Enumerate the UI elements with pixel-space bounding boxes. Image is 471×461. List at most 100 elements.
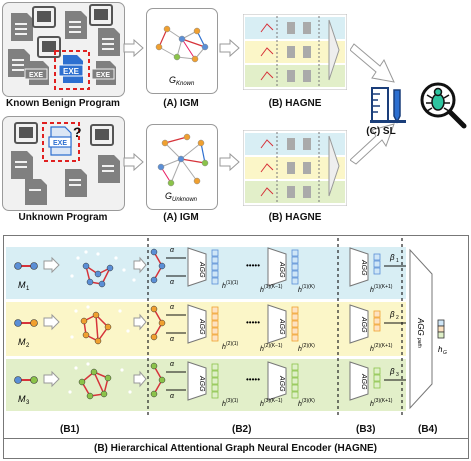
row-3-h-kplus-sup: (3)(K+1) xyxy=(374,398,393,404)
row-2-h-k: h xyxy=(298,346,302,353)
row-2-agg-node-2: AGG xyxy=(278,318,285,335)
sl-caption: (C) SL xyxy=(366,126,396,137)
igm-known-graph-panel: G Known xyxy=(146,8,218,94)
row-1-m-sub: 1 xyxy=(26,286,30,292)
row-3-h-kplus: h xyxy=(370,401,374,408)
row-1-agg-node-2: AGG xyxy=(278,261,285,278)
row-3-h: h xyxy=(222,401,226,408)
row-1-h-k: h xyxy=(298,287,302,294)
row-3-beta-sub: 3 xyxy=(396,372,399,378)
arrow-igm-to-hagne-unknown xyxy=(219,152,240,172)
unknown-graph: G Unknown xyxy=(157,133,209,203)
known-graph-label: G xyxy=(169,75,176,85)
row-3-agg-layer: AGG xyxy=(360,373,367,390)
unknown-graph-sub: Unknown xyxy=(172,197,198,203)
known-program-label: Known Benign Program xyxy=(6,98,120,109)
highlight-box-known xyxy=(54,50,90,90)
known-program-panel: EXE EXE EXE xyxy=(2,2,125,97)
arrow-unknown-to-igm xyxy=(123,152,144,172)
row-3: M 3 α α AGG h (3)(1) ••••• AGG h (3)(K−1… xyxy=(14,361,406,408)
highlight-box-unknown xyxy=(42,122,80,162)
row-1-h-kplus: h xyxy=(370,287,374,294)
section-label-b1: (B1) xyxy=(60,424,80,435)
row-1-alpha-bottom: α xyxy=(170,279,175,286)
row-1-m-label: M xyxy=(18,280,26,290)
exe-label-right: EXE xyxy=(96,72,110,79)
row-1-h: h xyxy=(222,283,226,290)
row-3-h-sup: (3)(1) xyxy=(226,398,239,404)
known-program-icons: EXE EXE EXE xyxy=(8,4,120,90)
row-2-h: h xyxy=(222,344,226,351)
known-graph-sub: Known xyxy=(176,81,195,87)
arrow-known-to-igm xyxy=(123,38,144,58)
row-3-ellipsis: ••••• xyxy=(246,375,260,384)
row-3-h-k: h xyxy=(298,401,302,408)
row-1-agg-node: AGG xyxy=(198,261,205,278)
row-3-h-k1-sup: (3)(K−1) xyxy=(264,398,283,404)
hagne-thumbnail-unknown xyxy=(243,130,347,206)
unknown-program-icons: EXE ? xyxy=(11,122,120,205)
igm-caption-known: (A) IGM xyxy=(163,98,199,109)
row-1-h-k1: h xyxy=(260,287,264,294)
hg-sub: G xyxy=(443,350,447,356)
row-3-h-k-sup: (3)(K) xyxy=(302,398,315,404)
known-graph: G Known xyxy=(155,25,209,87)
arrow-igm-to-hagne-known xyxy=(219,38,240,58)
question-mark: ? xyxy=(73,124,82,140)
section-label-b2: (B2) xyxy=(232,424,252,435)
row-2-h-kplus: h xyxy=(370,346,374,353)
hagne-caption-known: (B) HAGNE xyxy=(268,98,322,109)
row-1-ellipsis: ••••• xyxy=(246,261,260,270)
row-2-agg-node: AGG xyxy=(198,318,205,335)
row-3-m-sub: 3 xyxy=(26,400,30,406)
row-3-agg-node-2: AGG xyxy=(278,375,285,392)
row-2: M 2 α α AGG h (2)(1) ••••• AGG h (2)(K−1… xyxy=(14,304,406,353)
agg-path-block xyxy=(409,248,433,410)
row-1-beta: β xyxy=(389,253,395,262)
row-1-beta-sub: 1 xyxy=(396,258,399,264)
row-3-m-label: M xyxy=(18,394,26,404)
row-1-h-k1-sup: (1)(K−1) xyxy=(264,284,283,290)
hagne-rows: M 1 α α AGG h (1)(1) ••••• AGG h (1)(K−1… xyxy=(14,247,447,410)
row-2-alpha-bottom: α xyxy=(170,336,175,343)
hagne-thumbnail-known xyxy=(243,14,347,90)
row-2-beta: β xyxy=(389,310,395,319)
row-2-h-sup: (2)(1) xyxy=(226,341,239,347)
row-2-h-k-sup: (2)(K) xyxy=(302,343,315,349)
section-label-b3: (B3) xyxy=(356,424,376,435)
row-2-m-label: M xyxy=(18,337,26,347)
exe-label-blue: EXE xyxy=(63,67,80,76)
title-divider xyxy=(3,438,468,439)
row-3-alpha-bottom: α xyxy=(170,393,175,400)
row-3-h-k1: h xyxy=(260,401,264,408)
unknown-program-label: Unknown Program xyxy=(18,212,108,223)
row-2-h-k1-sup: (2)(K−1) xyxy=(264,343,283,349)
unknown-program-panel: EXE ? xyxy=(2,116,125,211)
row-1: M 1 α α AGG h (1)(1) ••••• AGG h (1)(K−1… xyxy=(14,247,406,294)
row-1-h-sup: (1)(1) xyxy=(226,280,239,286)
igm-unknown-graph-panel: G Unknown xyxy=(146,124,218,210)
row-3-agg-node: AGG xyxy=(198,375,205,392)
bug-magnifier-icon xyxy=(420,82,467,129)
row-3-beta: β xyxy=(389,367,395,376)
row-1-h-kplus-sup: (1)(K+1) xyxy=(374,284,393,290)
exe-label-unknown: EXE xyxy=(53,140,67,147)
row-3-alpha-top: α xyxy=(170,361,175,368)
hagne-caption-unknown: (B) HAGNE xyxy=(268,212,322,223)
row-2-h-k1: h xyxy=(260,346,264,353)
row-2-ellipsis: ••••• xyxy=(246,318,260,327)
agg-path-sub: path xyxy=(416,337,422,348)
agg-path-label: AGG xyxy=(416,317,425,336)
unknown-graph-label: G xyxy=(165,191,172,201)
row-2-alpha-top: α xyxy=(170,304,175,311)
row-1-h-k-sup: (1)(K) xyxy=(302,284,315,290)
row-2-h-kplus-sup: (2)(K+1) xyxy=(374,343,393,349)
arrow-unknown-to-sl xyxy=(350,123,395,165)
arrow-known-to-sl xyxy=(350,43,395,83)
section-label-b4: (B4) xyxy=(418,424,438,435)
hagne-detail-frame xyxy=(3,235,469,459)
row-2-beta-sub: 2 xyxy=(396,315,399,321)
igm-caption-unknown: (A) IGM xyxy=(163,212,199,223)
hagne-title: (B) Hierarchical Attentional Graph Neura… xyxy=(93,443,377,454)
row-1-agg-layer: AGG xyxy=(360,259,367,276)
